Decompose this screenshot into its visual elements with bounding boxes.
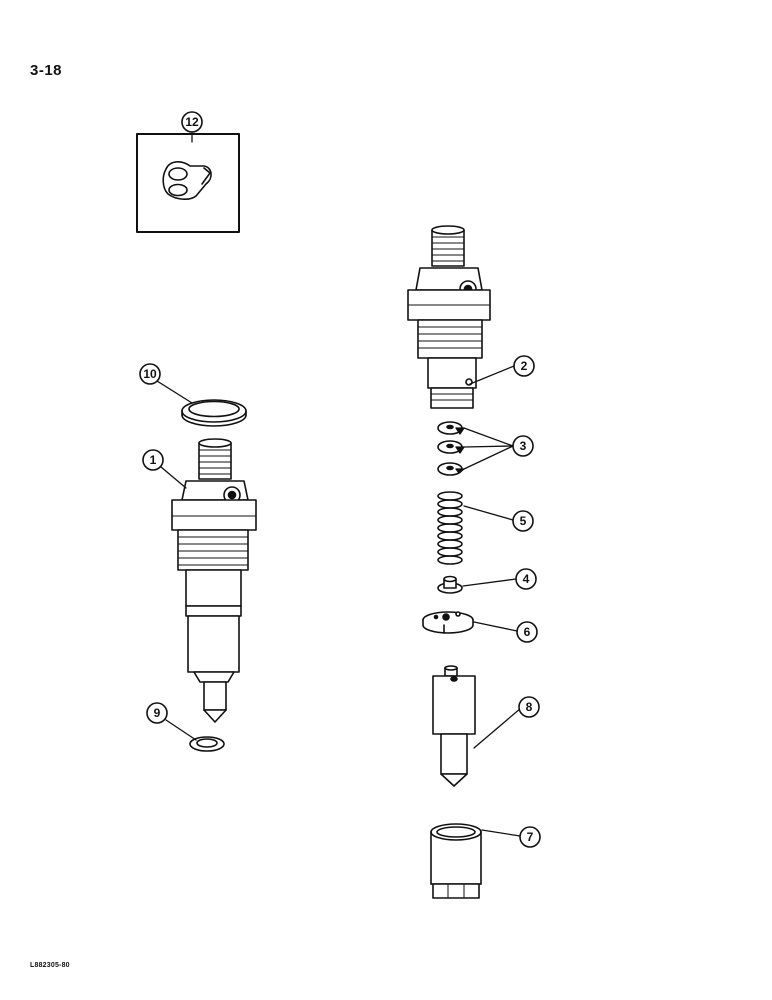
leader-1 (160, 466, 187, 489)
callout-label-5: 5 (520, 514, 527, 528)
leader-7 (481, 829, 521, 837)
callout-6: 6 (516, 621, 538, 643)
leader-2 (469, 365, 515, 385)
intermediate-plate-item-6 (422, 611, 474, 634)
callout-8: 8 (518, 696, 540, 718)
leader-3a (463, 427, 514, 447)
nozzle-nut-item-7 (430, 823, 482, 899)
leader-3b (463, 445, 514, 448)
callout-4: 4 (515, 568, 537, 590)
nozzle-item-8 (432, 665, 476, 787)
callout-2: 2 (513, 355, 535, 377)
callout-label-9: 9 (154, 706, 161, 720)
drawing-reference-code: L882305-80 (30, 962, 70, 969)
callout-9: 9 (146, 702, 168, 724)
leader-lines (156, 131, 522, 837)
leader-9 (165, 719, 197, 741)
callout-12: 12 (181, 111, 203, 133)
leader-10 (156, 380, 193, 404)
callout-label-10: 10 (143, 367, 157, 381)
clamp-part (162, 161, 212, 200)
callout-1: 1 (142, 449, 164, 471)
leader-4 (462, 578, 517, 587)
callout-label-8: 8 (526, 700, 533, 714)
callout-3: 3 (512, 435, 534, 457)
spring-seat-item-4 (437, 575, 463, 594)
callout-7: 7 (519, 826, 541, 848)
callout-label-1: 1 (150, 453, 157, 467)
shims-item-3 (437, 421, 463, 476)
leader-6 (473, 621, 518, 632)
callout-label-3: 3 (520, 439, 527, 453)
injector-assembly-item-1 (171, 438, 257, 723)
leader-8 (473, 707, 522, 749)
callout-label-6: 6 (524, 625, 531, 639)
gasket-item-10 (181, 399, 247, 427)
spring-item-5 (437, 491, 463, 565)
callout-5: 5 (512, 510, 534, 532)
leader-5 (463, 505, 514, 521)
callout-label-2: 2 (521, 359, 528, 373)
washer-item-9 (189, 736, 225, 752)
callout-label-12: 12 (185, 115, 199, 129)
holder-body-item-2 (407, 225, 491, 409)
leader-3c (463, 445, 514, 470)
callout-10: 10 (139, 363, 161, 385)
page-number: 3-18 (30, 62, 63, 79)
callout-label-4: 4 (523, 572, 530, 586)
inset-box-item-12 (136, 133, 240, 233)
callout-label-7: 7 (527, 830, 534, 844)
